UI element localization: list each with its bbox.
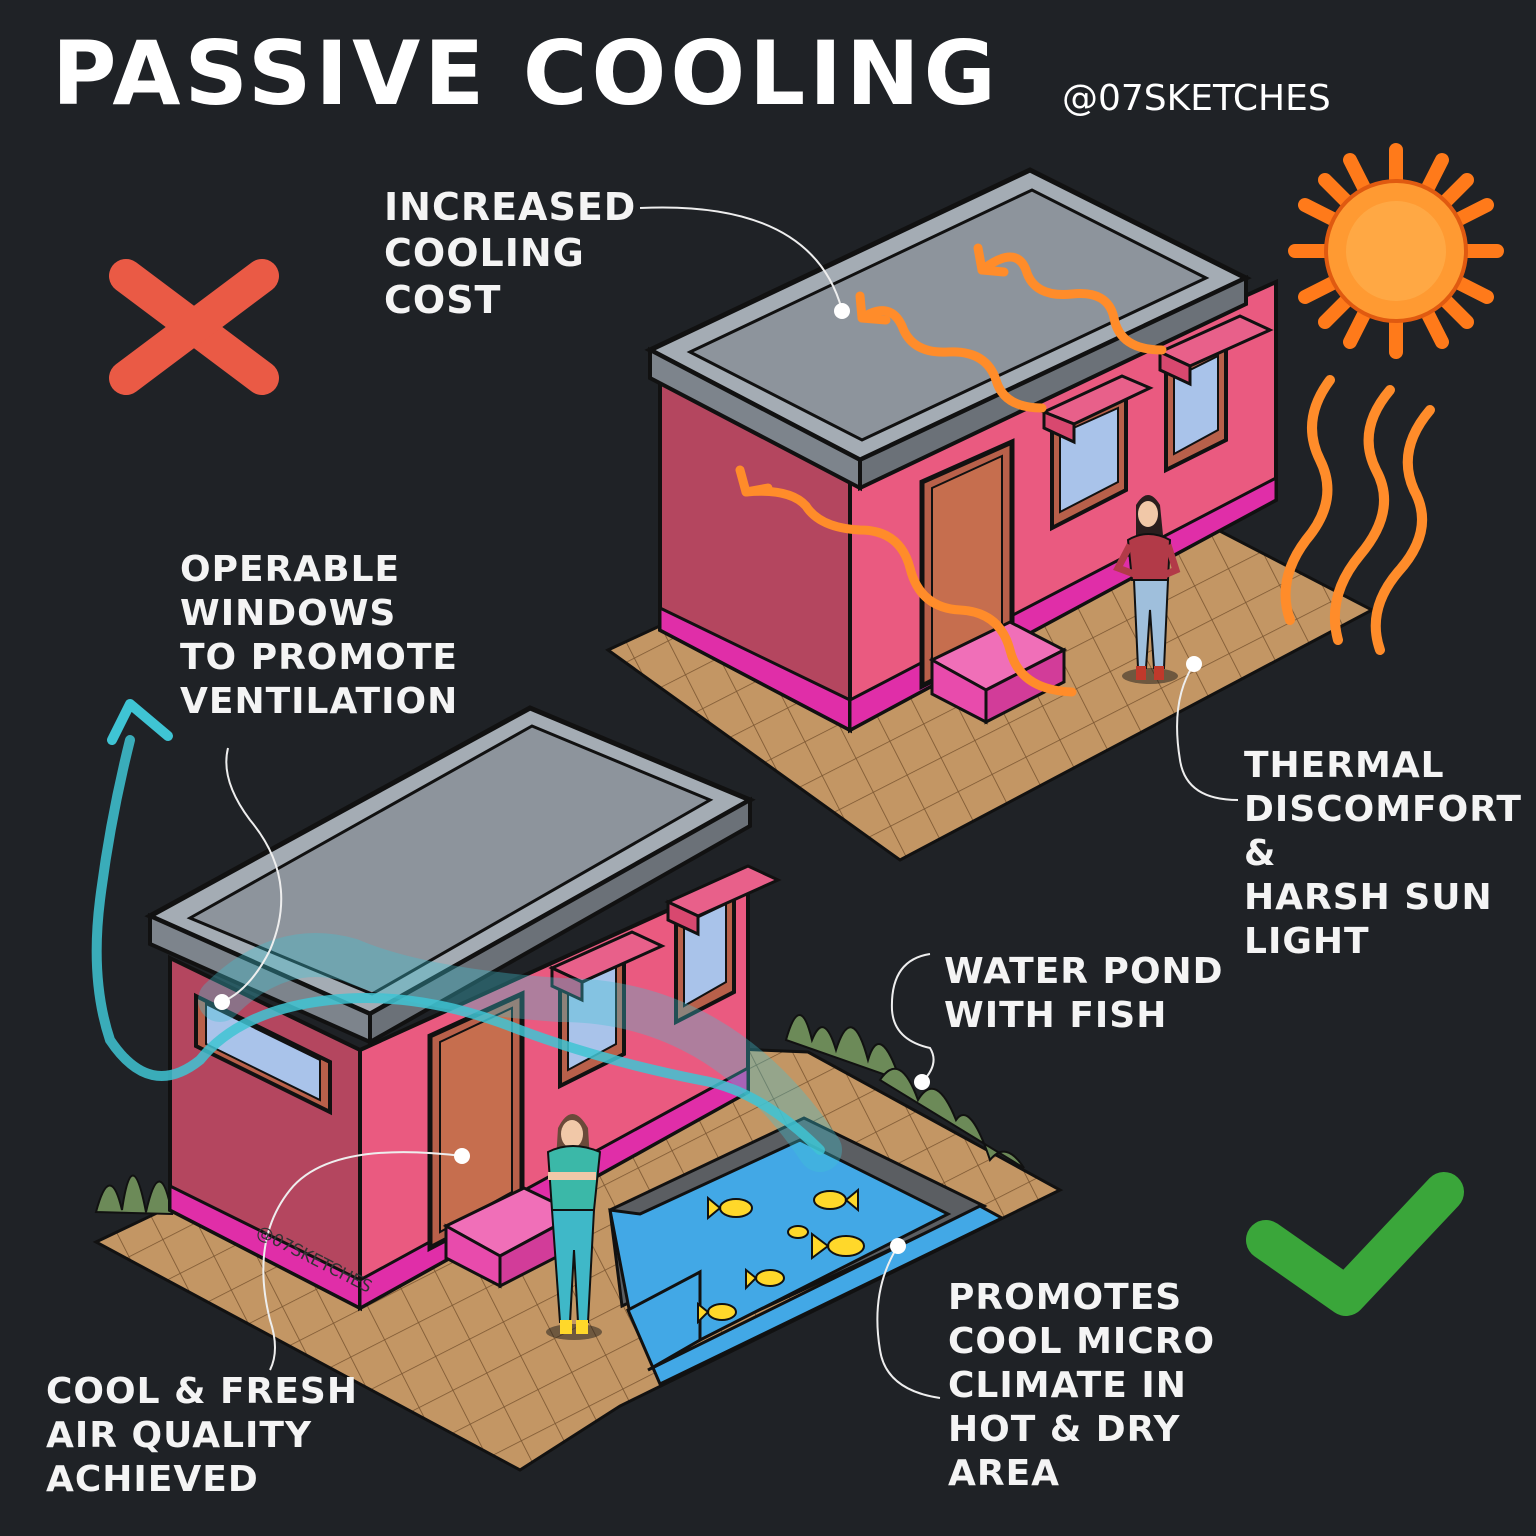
heat-waves	[1280, 375, 1435, 655]
page-title: PASSIVE COOLING	[52, 22, 1000, 125]
bottom-house	[91, 699, 1064, 1472]
water-pond	[608, 1116, 1006, 1387]
author-handle: @07SKETCHES	[1062, 78, 1331, 119]
label-thermal-discomfort: THERMAL DISCOMFORT & HARSH SUN LIGHT	[1244, 745, 1522, 962]
top-house-window-1	[1040, 374, 1154, 532]
top-house-window-2	[1156, 314, 1274, 474]
label-cool-microclimate: PROMOTES COOL MICRO CLIMATE IN HOT & DRY…	[948, 1277, 1216, 1494]
breeze-arrow	[91, 699, 842, 1172]
label-increased-cooling-cost: INCREASED COOLING COST	[384, 185, 637, 322]
bottom-woman-figure	[546, 1114, 602, 1340]
check-icon	[1246, 1172, 1464, 1316]
top-house	[605, 143, 1504, 862]
bottom-house-window-2	[664, 864, 782, 1026]
cross-icon	[109, 259, 279, 395]
heat-arrows	[735, 243, 1167, 697]
plants	[94, 1014, 1025, 1216]
label-water-pond: WATER POND WITH FISH	[944, 951, 1224, 1036]
top-woman-figure	[1113, 495, 1181, 684]
sun-icon	[1288, 143, 1504, 359]
label-air-quality: COOL & FRESH AIR QUALITY ACHIEVED	[46, 1371, 358, 1500]
label-operable-windows: OPERABLE WINDOWS TO PROMOTE VENTILATION	[180, 549, 459, 722]
